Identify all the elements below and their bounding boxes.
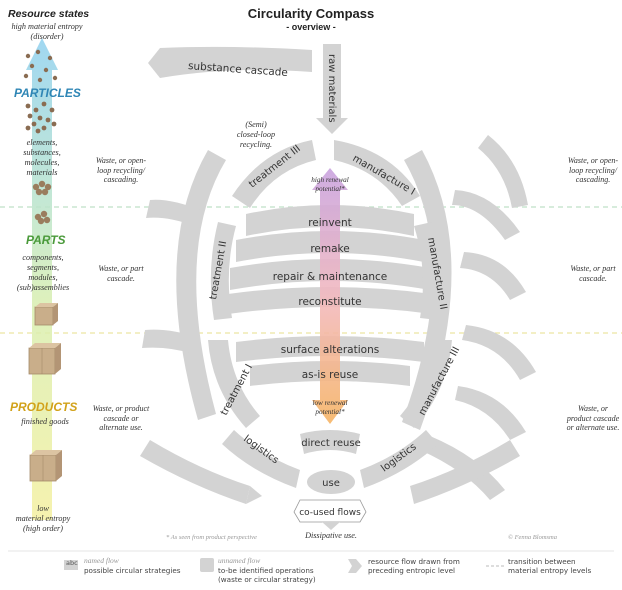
legend-named-flow: named flow (84, 556, 119, 565)
level-parts-label: PARTS (26, 233, 66, 247)
level-products: PRODUCTS (10, 400, 77, 414)
legend-named-flow-desc: possible circular strategies (84, 566, 181, 575)
legend-named-flow-swatch (64, 560, 78, 570)
molecule-cluster-icon (32, 180, 52, 225)
strategy-as-is-reuse: as-is reuse (302, 369, 359, 381)
level-particles-label: PARTICLES (14, 86, 81, 100)
part-cube-icon (34, 303, 58, 326)
legend-unnamed-flow-desc-2: (waste or circular strategy) (218, 575, 316, 584)
product-box-icon-2 (29, 450, 62, 482)
co-used-flows-tag (293, 499, 367, 530)
products-description: finished goods (21, 417, 69, 426)
strategy-surface-alterations: surface alterations (281, 344, 379, 356)
level-particles: PARTICLES (14, 86, 81, 100)
particle-dots (23, 49, 58, 134)
dissipative-note: Dissipative use. (305, 531, 357, 540)
renewal-gradient-arrow (312, 168, 348, 424)
low-renewal-note: low renewal potential* (312, 399, 348, 416)
footnote: * As seen from product perspective (166, 534, 257, 541)
legend-resource-flow-2: preceding entropic level (368, 566, 455, 575)
legend-unnamed-flow-swatch (200, 558, 214, 572)
resource-state-bar (26, 38, 58, 520)
legend-unnamed-flow: unnamed flow (218, 556, 261, 565)
waste-note-particles-left: Waste, or open-loop recycling/ cascading… (95, 156, 147, 184)
legend-transition-1: transition between (508, 557, 576, 566)
waste-note-parts-right: Waste, or part cascade. (570, 264, 616, 283)
high-entropy-note: high material entropy (disorder) (11, 22, 83, 41)
strategy-reinvent: reinvent (308, 217, 352, 229)
legend-unnamed-flow-desc-1: to-be identified operations (218, 566, 314, 575)
waste-note-particles-right: Waste, or open-loop recycling/ cascading… (567, 156, 619, 184)
raw-materials-label: raw materials (326, 54, 337, 123)
waste-note-parts-left: Waste, or part cascade. (98, 264, 144, 283)
legend-transition-2: material entropy levels (508, 566, 592, 575)
closed-loop-note: (Semi) closed-loop recycling. (236, 120, 276, 149)
low-entropy-note: low material entropy (high order) (15, 504, 71, 533)
legend-abc-sample: abc (66, 559, 78, 567)
level-products-label: PRODUCTS (10, 400, 78, 414)
strategy-reconstitute: reconstitute (298, 296, 361, 308)
high-renewal-note: high renewal potential* (311, 176, 349, 193)
credit: © Fenna Blomsma (508, 534, 557, 541)
direct-reuse-label: direct reuse (301, 438, 361, 449)
strategy-repair-maintenance: repair & maintenance (273, 271, 388, 283)
waste-note-products-right: Waste, or product cascade or alternate u… (566, 404, 620, 432)
waste-note-products-left: Waste, or product cascade or alternate u… (92, 404, 150, 432)
co-used-flows-label: co-used flows (299, 508, 361, 518)
strategy-remake: remake (310, 243, 349, 255)
parts-description: components, segments, modules, (sub)asse… (16, 253, 70, 292)
product-box-icon (28, 343, 61, 375)
resource-states-title: Resource states (8, 8, 90, 20)
particles-description: elements, substances, molecules, materia… (23, 138, 61, 177)
use-label: use (322, 478, 340, 489)
figure-title: Circularity Compass (247, 6, 375, 21)
legend-resource-flow-arrow (348, 559, 362, 573)
level-parts: PARTS (26, 233, 66, 247)
legend-resource-flow-1: resource flow drawn from (368, 557, 460, 566)
figure-subtitle: - overview - (286, 22, 336, 32)
